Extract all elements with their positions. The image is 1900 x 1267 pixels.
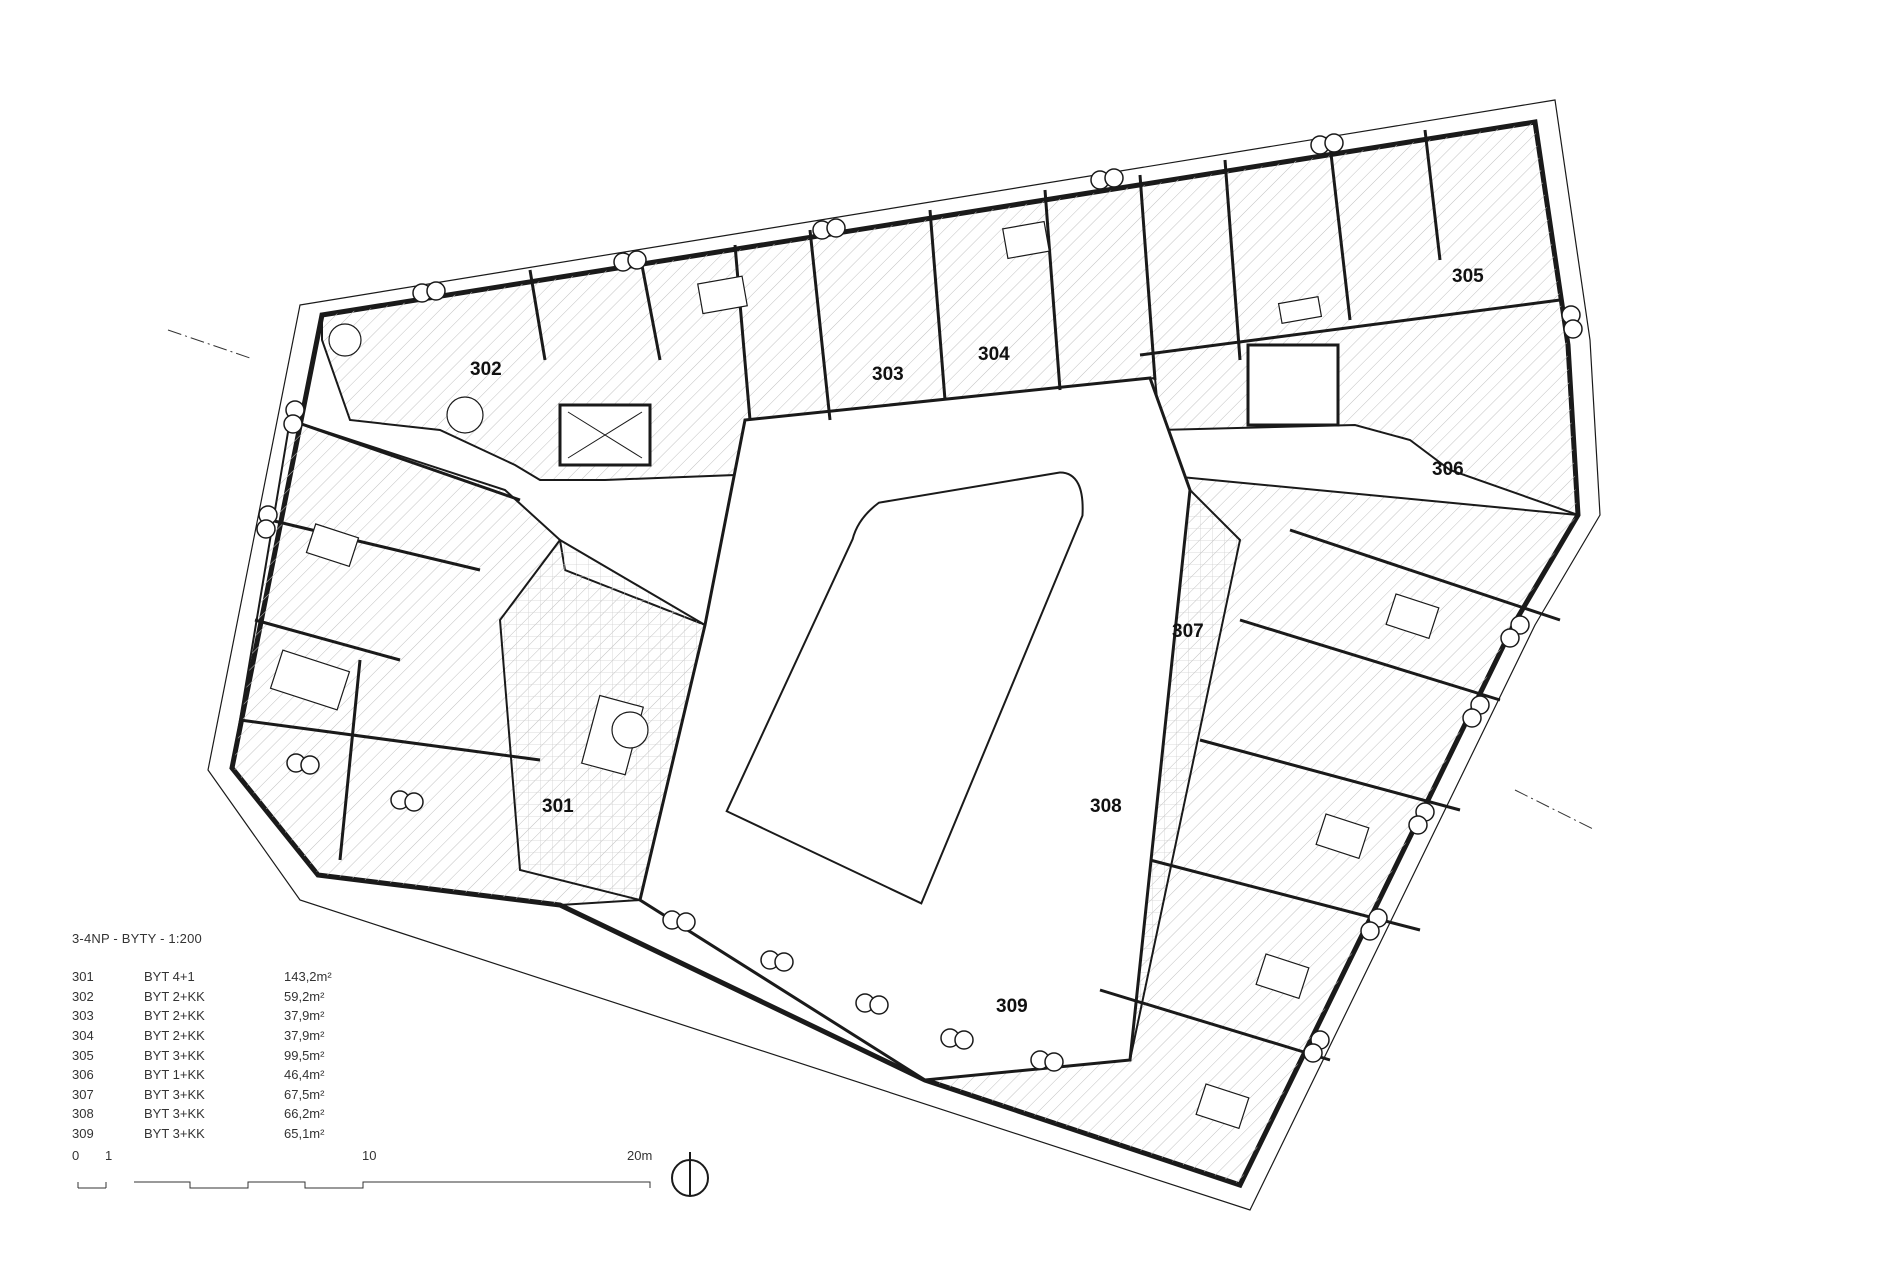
unit-id: 306 (72, 1067, 94, 1083)
unit-area: 65,1m² (284, 1126, 325, 1142)
unit-label-309: 309 (996, 996, 1028, 1017)
courtyard (638, 376, 1192, 1082)
unit-area: 46,4m² (284, 1067, 325, 1083)
unit-id: 302 (72, 988, 94, 1004)
furniture (269, 220, 1440, 1130)
north-arrow-icon (671, 1152, 709, 1197)
unit-label-302: 302 (470, 359, 502, 380)
unit-area: 37,9m² (284, 1008, 325, 1024)
scale-bar-graphic (77, 1181, 651, 1189)
unit-schedule-row: 306 BYT 1+KK 46,4m² (72, 1065, 384, 1085)
section-line-right (1514, 789, 1596, 831)
unit-labels: 302 303 304 305 306 307 308 301 309 (470, 266, 1484, 1017)
unit-schedule-row: 307 BYT 3+KK 67,5m² (72, 1085, 384, 1105)
unit-label-305: 305 (1452, 266, 1484, 287)
balcony-bumps (256, 133, 1583, 1072)
scale-label-0: 0 (72, 1148, 80, 1163)
unit-type: BYT 2+KK (144, 1028, 205, 1044)
unit-label-301: 301 (542, 796, 574, 817)
unit-schedule-row: 304 BYT 2+KK 37,9m² (72, 1026, 384, 1046)
unit-area: 143,2m² (284, 969, 332, 985)
unit-id: 305 (72, 1047, 94, 1063)
unit-area: 67,5m² (284, 1086, 325, 1102)
stair-core (558, 343, 1340, 467)
unit-type: BYT 3+KK (144, 1106, 205, 1122)
unit-area: 37,9m² (284, 1028, 325, 1044)
unit-type: BYT 4+1 (144, 969, 195, 985)
unit-schedule-row: 302 BYT 2+KK 59,2m² (72, 987, 384, 1007)
unit-type: BYT 3+KK (144, 1047, 205, 1063)
unit-id: 308 (72, 1106, 94, 1122)
scale-label-20m: 20m (627, 1148, 653, 1163)
unit-schedule-row: 308 BYT 3+KK 66,2m² (72, 1104, 384, 1124)
unit-id: 301 (72, 969, 94, 985)
unit-schedule-row: 303 BYT 2+KK 37,9m² (72, 1006, 384, 1026)
unit-label-304: 304 (978, 344, 1010, 365)
unit-area: 59,2m² (284, 988, 325, 1004)
unit-type: BYT 2+KK (144, 988, 205, 1004)
unit-type: BYT 3+KK (144, 1086, 205, 1102)
unit-schedule-row: 301 BYT 4+1 143,2m² (72, 967, 384, 987)
unit-label-306: 306 (1432, 459, 1464, 480)
scale-label-10: 10 (362, 1148, 377, 1163)
section-line-left (167, 329, 251, 359)
plan-title: 3-4NP - BYTY - 1:200 (72, 931, 202, 946)
scale-bar: 0 1 10 20m (72, 1148, 712, 1198)
unit-label-303: 303 (872, 364, 904, 385)
unit-label-308: 308 (1090, 796, 1122, 817)
unit-area: 99,5m² (284, 1047, 325, 1063)
unit-area: 66,2m² (284, 1106, 325, 1122)
scale-label-1: 1 (105, 1148, 113, 1163)
unit-type: BYT 2+KK (144, 1008, 205, 1024)
unit-id: 304 (72, 1028, 94, 1044)
unit-id: 309 (72, 1126, 94, 1142)
unit-schedule-row: 309 BYT 3+KK 65,1m² (72, 1124, 384, 1144)
unit-schedule-row: 305 BYT 3+KK 99,5m² (72, 1045, 384, 1065)
unit-id: 307 (72, 1086, 94, 1102)
unit-id: 303 (72, 1008, 94, 1024)
unit-type: BYT 1+KK (144, 1067, 205, 1083)
unit-label-307: 307 (1172, 621, 1204, 642)
unit-type: BYT 3+KK (144, 1126, 205, 1142)
